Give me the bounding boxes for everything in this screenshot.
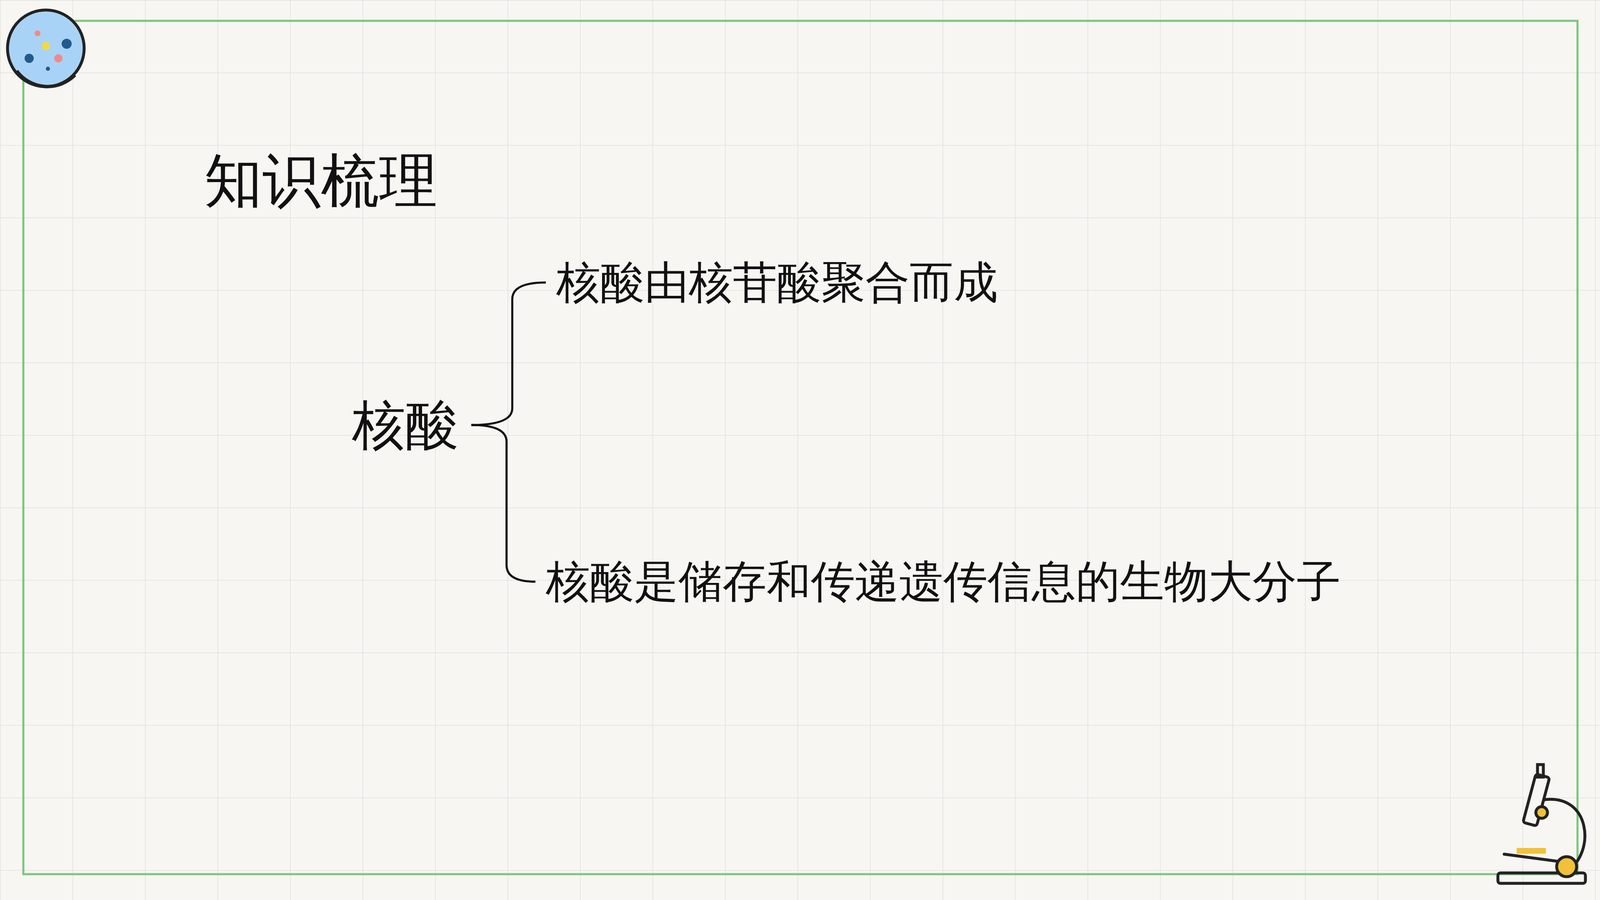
node-text: 核酸 [352,392,459,458]
node-text: 核酸由核苷酸聚合而成 [556,255,998,309]
petri-dish-icon [7,10,85,87]
branch-point: 核酸由核苷酸聚合而成 [556,255,998,309]
root-topic: 核酸 [352,392,459,458]
branch-point: 核酸是储存和传递遗传信息的生物大分子 [545,555,1341,608]
node-text: 核酸是储存和传递遗传信息的生物大分子 [545,555,1341,608]
brace-connector [471,425,536,582]
frame [23,20,1578,875]
slide-title: 知识梳理 [204,145,438,216]
brace-connector [471,282,546,425]
microscope-icon [1497,764,1586,884]
